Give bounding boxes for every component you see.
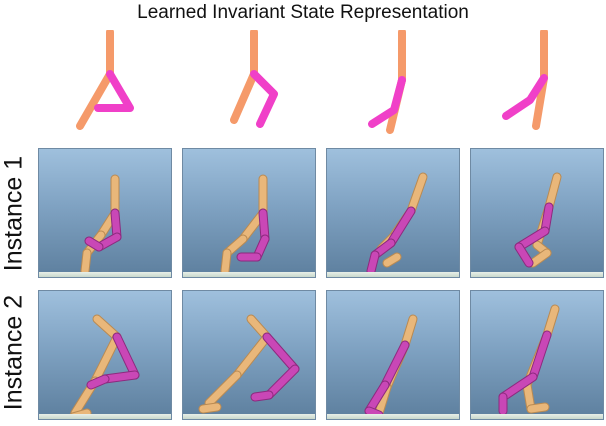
row-label-instance-1: Instance 1 [0,155,28,272]
row-label-instance-2: Instance 2 [0,294,28,411]
ground-strip [39,414,171,419]
ground-strip [327,272,459,277]
instance-2-frame-1 [38,290,172,420]
ground-strip [471,272,603,277]
instance-1-frame-3 [326,148,460,278]
instance-1-frame-1 [38,148,172,278]
ground-strip [183,272,315,277]
state-representation-4 [488,30,598,134]
instance-2-frame-3 [326,290,460,420]
state-representation-1 [58,30,168,134]
ground-strip [183,414,315,419]
ground-strip [39,272,171,277]
figure-title: Learned Invariant State Representation [137,2,469,23]
instance-1-frame-4 [470,148,604,278]
ground-strip [327,414,459,419]
instance-2-frame-4 [470,290,604,420]
state-representation-2 [202,30,312,134]
instance-2-frame-2 [182,290,316,420]
instance-1-frame-2 [182,148,316,278]
state-representation-3 [346,30,456,134]
ground-strip [471,414,603,419]
